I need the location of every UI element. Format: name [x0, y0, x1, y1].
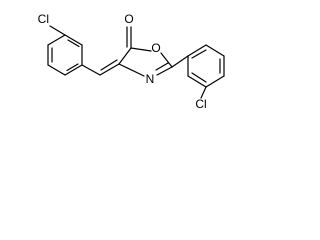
chemical-structure: Cl O O N Cl: [0, 0, 260, 114]
c-cl-bond: [49, 25, 66, 36]
para-chlorophenyl-ring: [47, 34, 83, 76]
bond: [118, 47, 132, 65]
bond: [64, 64, 83, 76]
bond: [66, 63, 79, 72]
bond: [171, 55, 189, 68]
exocyclic-double-bond: [100, 59, 118, 71]
bond: [205, 75, 225, 88]
bond: [118, 63, 145, 77]
bond: [130, 47, 152, 52]
exocyclic-double-bond: [99, 63, 120, 76]
chlorine-atom-label: Cl: [38, 12, 49, 26]
c-cl-bond: [200, 86, 207, 99]
bond: [47, 34, 66, 46]
bond: [67, 39, 80, 48]
bond: [160, 52, 173, 68]
bond: [156, 66, 173, 76]
ring-nitrogen-label: N: [146, 72, 155, 86]
bond: [187, 75, 207, 88]
bond: [64, 34, 83, 46]
bond: [205, 44, 225, 57]
bond: [191, 72, 207, 83]
carbonyl-oxygen-label: O: [124, 12, 133, 26]
bond: [191, 49, 207, 59]
bond: [81, 64, 101, 76]
bond: [155, 62, 169, 71]
chlorine-atom-label: Cl: [195, 97, 206, 111]
oxazolone-ring: [118, 47, 173, 77]
bond: [47, 64, 66, 76]
ortho-chlorophenyl-ring: [187, 44, 225, 88]
bond: [187, 44, 207, 57]
ring-oxygen-label: O: [151, 41, 160, 55]
